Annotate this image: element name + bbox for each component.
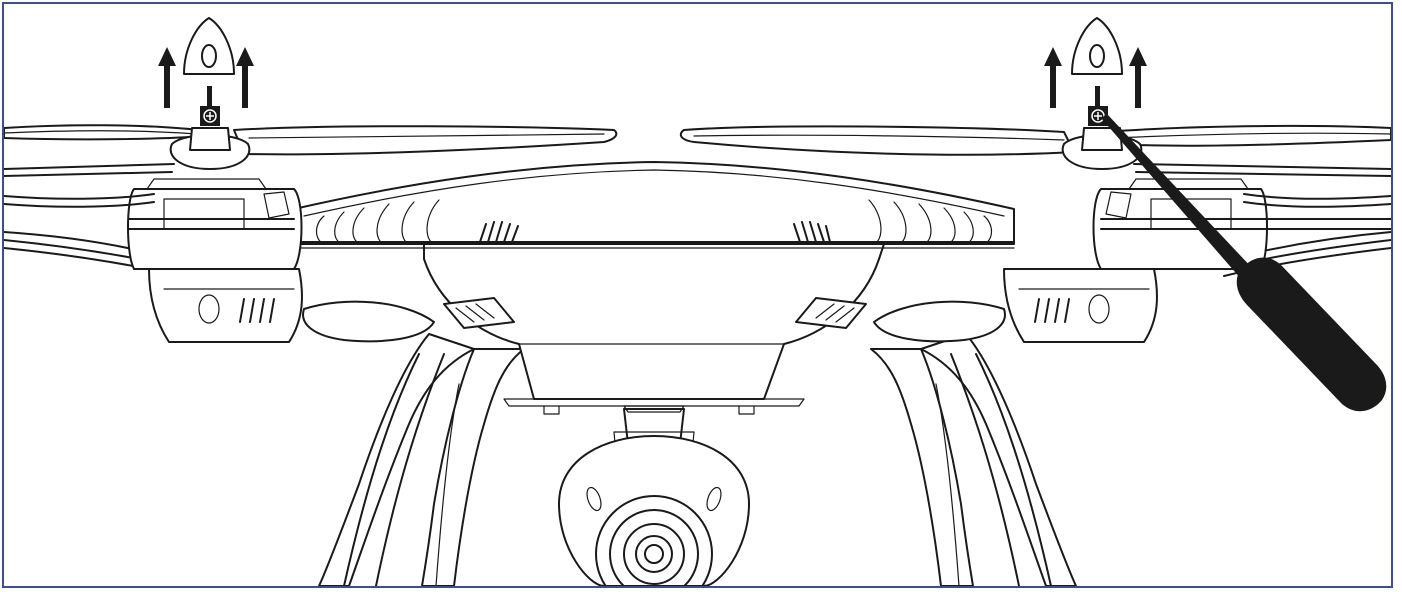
right-arrow-up-icon	[1044, 47, 1062, 108]
right-cap-group	[1044, 17, 1147, 126]
left-propeller	[4, 124, 618, 271]
camera	[558, 408, 750, 586]
right-landing-leg	[870, 333, 1077, 586]
drone-diagram	[4, 17, 1391, 586]
drone-body	[293, 161, 1015, 415]
left-motor	[127, 178, 303, 343]
left-cap-group	[158, 17, 254, 126]
right-propeller-hub	[1061, 127, 1391, 208]
left-arrow-up-icon-2	[236, 47, 254, 108]
left-arrow-up-icon	[158, 47, 176, 108]
screwdriver-icon	[1101, 114, 1387, 412]
left-propeller-hub	[4, 127, 251, 208]
screw-icon	[200, 106, 220, 126]
right-arrow-up-icon-2	[1129, 47, 1147, 108]
left-landing-leg	[318, 333, 525, 586]
right-motor	[1003, 178, 1391, 343]
